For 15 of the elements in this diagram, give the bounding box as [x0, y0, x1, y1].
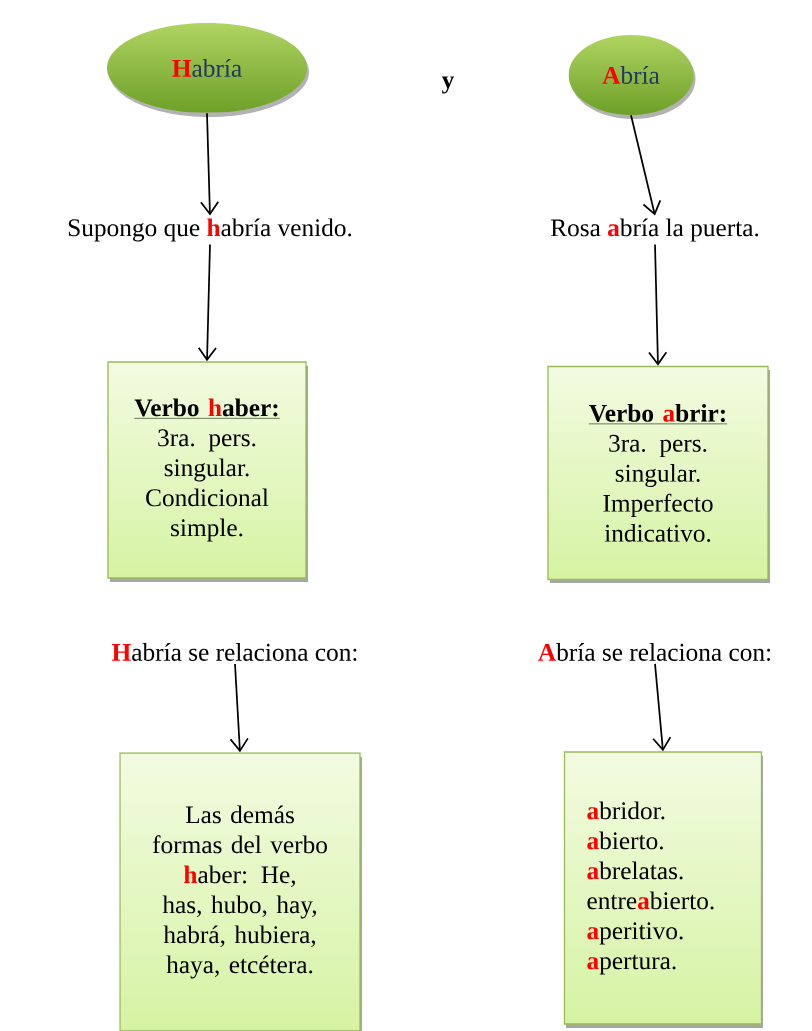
- arrow: [197, 243, 217, 362]
- info-box: Verbo abrir: 3ra. pers. singular. Imperfecto indicativo.: [547, 365, 770, 583]
- info-box: Las demás formas del verbo haber: He, has, hubo, hay, habrá, hubiera, haya, etcétera.: [119, 752, 362, 1031]
- conjunction-text: y: [441, 76, 455, 94]
- sentence-text: Supongo que habría venido.: [68, 218, 352, 242]
- sentence-text: Habría se relaciona con:: [112, 643, 357, 661]
- arrow: [652, 663, 672, 752]
- sentence-text: Abría se relaciona con:: [538, 643, 771, 661]
- info-box: abridor. abierto. abrelatas. entreabierto. aperitivo. apertura.: [563, 751, 763, 1028]
- arrow: [648, 243, 668, 366]
- arrow: [630, 114, 662, 216]
- sentence-text: Rosa abría la puerta.: [550, 218, 759, 242]
- arrow: [200, 112, 220, 216]
- info-box: Verbo haber: 3ra. pers. singular. Condicional simple.: [107, 361, 308, 582]
- arrow: [229, 663, 249, 753]
